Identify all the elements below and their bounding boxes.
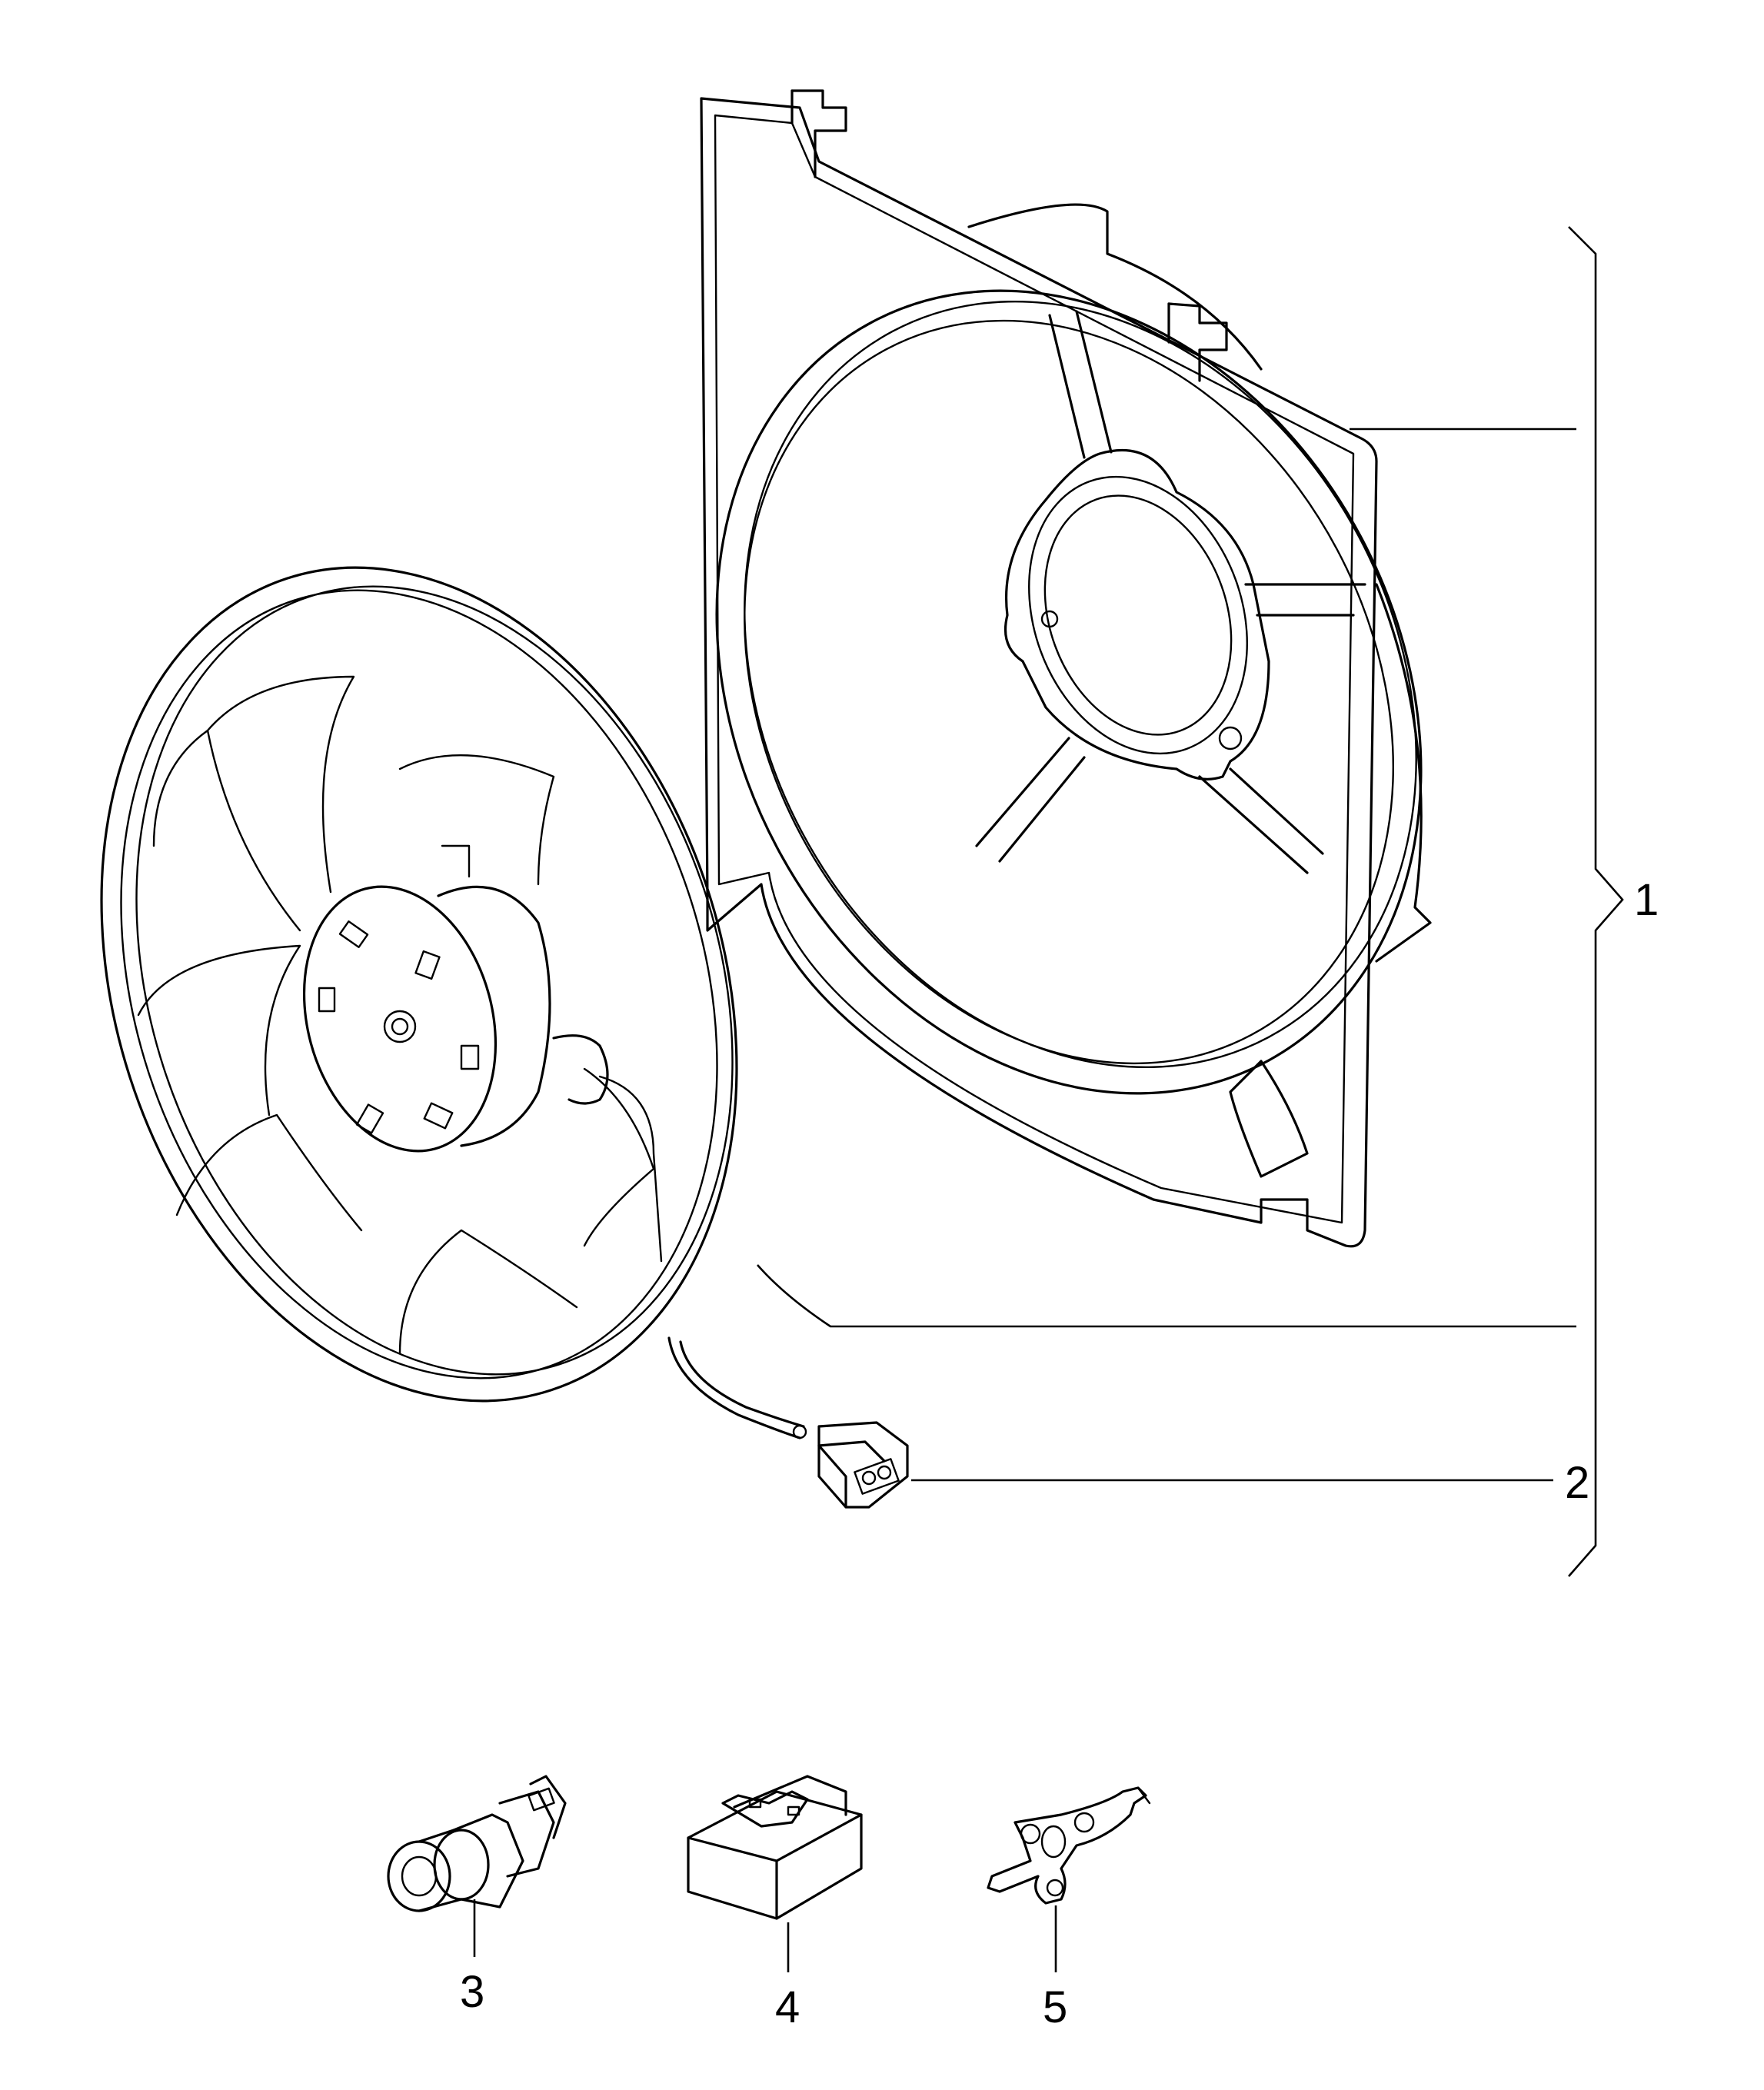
callout-2: 2 <box>1565 1458 1589 1508</box>
callout-leaders <box>473 226 1624 1972</box>
connector-2 <box>817 1421 909 1509</box>
brace-item-1 <box>1568 226 1624 1577</box>
wiring-harness <box>667 1336 807 1439</box>
callout-1: 1 <box>1634 875 1659 925</box>
callout-4: 4 <box>775 1982 800 2032</box>
fan-shroud <box>700 89 1432 1248</box>
bracket-5 <box>987 1786 1151 1905</box>
fan-wheel <box>100 566 738 1403</box>
pressure-switch-3 <box>387 1775 567 1912</box>
callout-3: 3 <box>460 1967 484 2017</box>
callout-5: 5 <box>1043 1982 1067 2032</box>
control-unit-4 <box>687 1775 863 1920</box>
leader-fan <box>757 1264 1576 1328</box>
